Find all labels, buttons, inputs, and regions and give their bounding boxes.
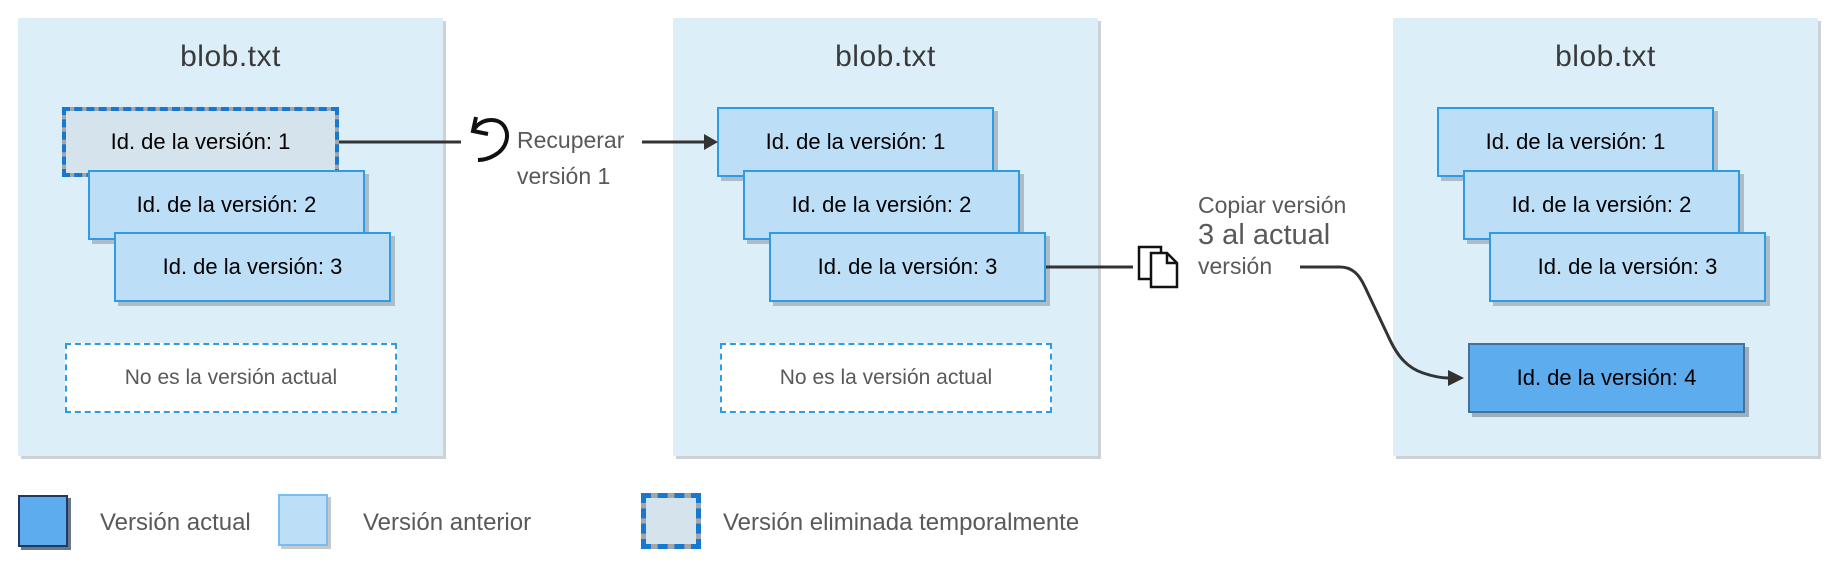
panel-title: blob.txt bbox=[1555, 40, 1656, 73]
panel-title: blob.txt bbox=[835, 40, 936, 73]
version-box-current: Id. de la versión: 4 bbox=[1468, 343, 1745, 413]
copy-annotation-line1: Copiar versión bbox=[1198, 192, 1347, 218]
copy-annotation-line2: 3 al actual bbox=[1198, 219, 1331, 251]
panel-title: blob.txt bbox=[180, 40, 281, 73]
not-current-version-box: No es la versión actual bbox=[720, 343, 1052, 413]
legend-swatch-soft-deleted-version bbox=[641, 493, 701, 549]
version-label: Id. de la versión: 2 bbox=[136, 192, 317, 217]
version-box-previous: Id. de la versión: 3 bbox=[114, 232, 391, 302]
version-box-previous: Id. de la versión: 3 bbox=[1489, 232, 1766, 302]
blob-panel-after-restore: blob.txt Id. de la versión: 1 Id. de la … bbox=[673, 18, 1098, 456]
version-label: Id. de la versión: 3 bbox=[162, 254, 343, 279]
restore-annotation-line2: versión 1 bbox=[517, 163, 611, 189]
version-box-previous: Id. de la versión: 2 bbox=[743, 170, 1020, 240]
legend-swatch-previous-version bbox=[278, 494, 328, 546]
blob-panel-after-copy: blob.txt Id. de la versión: 1 Id. de la … bbox=[1393, 18, 1818, 456]
version-box-previous: Id. de la versión: 1 bbox=[717, 107, 994, 177]
version-label: Id. de la versión: 2 bbox=[1511, 192, 1692, 217]
not-current-version-label: No es la versión actual bbox=[124, 366, 338, 389]
undo-icon bbox=[470, 116, 509, 162]
restore-annotation-line1: Recuperar bbox=[517, 127, 625, 153]
copy-annotation-line3: versión bbox=[1198, 253, 1273, 279]
blob-panel-before-restore: blob.txt Id. de la versión: 1 Id. de la … bbox=[18, 18, 443, 456]
legend-swatch-soft-deleted-inner bbox=[641, 493, 701, 549]
version-box-soft-deleted: Id. de la versión: 1 bbox=[62, 107, 339, 177]
version-box-previous: Id. de la versión: 2 bbox=[88, 170, 365, 240]
not-current-version-box: No es la versión actual bbox=[65, 343, 397, 413]
copy-icon bbox=[1137, 245, 1179, 289]
version-label: Id. de la versión: 4 bbox=[1516, 365, 1697, 390]
version-label: Id. de la versión: 2 bbox=[791, 192, 972, 217]
version-label: Id. de la versión: 3 bbox=[1537, 254, 1718, 279]
version-box-soft-deleted-inner: Id. de la versión: 1 bbox=[62, 107, 339, 177]
legend-swatch-current-version bbox=[18, 495, 68, 547]
legend-label-previous-version: Versión anterior bbox=[363, 509, 532, 536]
version-label: Id. de la versión: 1 bbox=[765, 129, 946, 154]
copy-annotation: Copiar versión 3 al actual versión bbox=[1198, 192, 1346, 280]
version-label: Id. de la versión: 1 bbox=[1485, 129, 1666, 154]
version-box-previous: Id. de la versión: 2 bbox=[1463, 170, 1740, 240]
legend-label-soft-deleted-version: Versión eliminada temporalmente bbox=[723, 509, 1080, 536]
restore-annotation: Recuperar versión 1 bbox=[517, 122, 624, 194]
version-label: Id. de la versión: 1 bbox=[110, 129, 291, 154]
version-label: Id. de la versión: 3 bbox=[817, 254, 998, 279]
legend-label-current-version: Versión actual bbox=[100, 509, 251, 536]
version-box-previous: Id. de la versión: 3 bbox=[769, 232, 1046, 302]
not-current-version-label: No es la versión actual bbox=[779, 366, 993, 389]
version-box-previous: Id. de la versión: 1 bbox=[1437, 107, 1714, 177]
